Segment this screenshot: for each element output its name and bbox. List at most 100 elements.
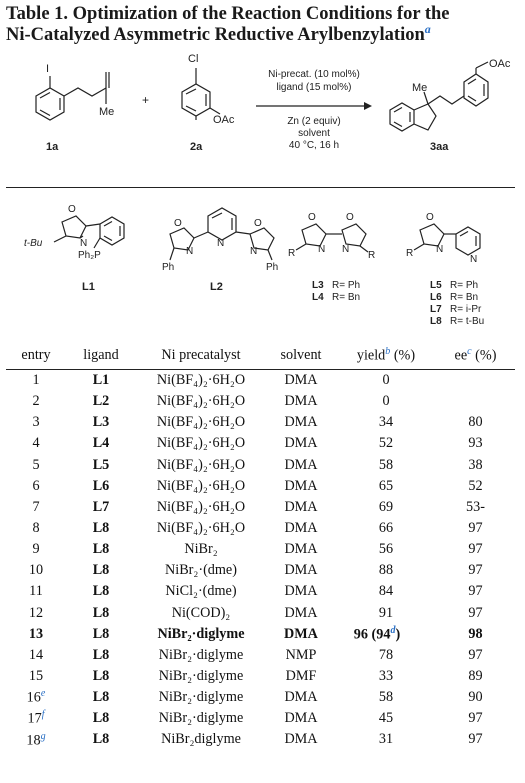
cell-ni-precatalyst: Ni(BF₄)₂·6H₂O bbox=[156, 414, 246, 431]
cell-yield: 58 bbox=[378, 689, 394, 706]
cell-entry: 1 bbox=[32, 372, 40, 389]
svg-text:N: N bbox=[342, 244, 349, 255]
cell-solvent: DMA bbox=[284, 604, 318, 621]
cell-ni-precatalyst: Ni(BF₄)₂·6H₂O bbox=[156, 372, 246, 389]
l58-r: R bbox=[406, 248, 413, 259]
cell-yield: 52 bbox=[378, 435, 394, 452]
condition-solvent: solvent bbox=[298, 128, 330, 139]
l34-r-left: R bbox=[288, 248, 295, 259]
cell-ee: 90 bbox=[468, 689, 483, 706]
title-footnote-mark: a bbox=[424, 21, 431, 36]
title-line-1: Table 1. Optimization of the Reaction Co… bbox=[6, 4, 450, 24]
svg-text:N: N bbox=[186, 246, 193, 257]
cell-ee bbox=[436, 370, 515, 392]
cell-yield: 34 bbox=[378, 414, 394, 431]
cell-solvent: DMA bbox=[284, 625, 318, 642]
title-line-2: Ni-Catalyzed Asymmetric Reductive Arylbe… bbox=[6, 25, 425, 45]
svg-text:N: N bbox=[318, 244, 325, 255]
cell-yield: 96 (94d) bbox=[353, 624, 401, 643]
cell-solvent: DMA bbox=[284, 414, 318, 431]
cell-entry: 4 bbox=[32, 435, 40, 452]
cell-solvent: DMA bbox=[284, 393, 318, 410]
cell-ni-precatalyst: Ni(BF₄)₂·6H₂O bbox=[156, 477, 246, 494]
l6-label: L6 bbox=[430, 292, 442, 303]
cell-ligand: L8 bbox=[92, 604, 110, 621]
product-3aa-label: 3aa bbox=[430, 141, 449, 153]
header-ligand: ligand bbox=[66, 341, 136, 370]
cell-ligand: L2 bbox=[92, 393, 110, 410]
cell-yield: 78 bbox=[378, 646, 394, 663]
cell-yield: 91 bbox=[378, 604, 394, 621]
l1-tbu-label: t-Bu bbox=[24, 238, 43, 249]
cell-ligand: L8 bbox=[92, 731, 110, 748]
l5-r: R= Ph bbox=[450, 280, 478, 291]
svg-text:O: O bbox=[174, 218, 182, 229]
cell-entry: 13 bbox=[28, 625, 44, 642]
cell-entry: 10 bbox=[28, 562, 44, 579]
iodo-label: I bbox=[46, 63, 49, 75]
l1-label: L1 bbox=[82, 281, 95, 293]
svg-text:O: O bbox=[68, 204, 76, 215]
cell-ee: 93 bbox=[468, 435, 483, 452]
l34-r-right: R bbox=[368, 250, 375, 261]
cell-ee: 53- bbox=[466, 498, 485, 515]
cell-entry: 7 bbox=[32, 498, 40, 515]
cell-entry: 2 bbox=[32, 393, 40, 410]
cell-ni-precatalyst: NiCl₂·(dme) bbox=[165, 583, 237, 600]
cell-ligand: L8 bbox=[92, 520, 110, 537]
cell-ni-precatalyst: Ni(BF₄)₂·6H₂O bbox=[156, 393, 246, 410]
cell-solvent: DMA bbox=[284, 710, 318, 727]
cell-ni-precatalyst: NiBr₂·diglyme bbox=[158, 689, 244, 706]
cell-ligand: L5 bbox=[92, 456, 110, 473]
cell-yield: 88 bbox=[378, 562, 394, 579]
oac-label-3aa: OAc bbox=[489, 58, 511, 70]
condition-temp-time: 40 °C, 16 h bbox=[289, 140, 339, 151]
oac-label-2a: OAc bbox=[213, 114, 235, 126]
scheme-divider bbox=[6, 187, 515, 188]
cell-solvent: DMA bbox=[284, 689, 318, 706]
cell-ee: 97 bbox=[468, 646, 483, 663]
l4-r: R= Bn bbox=[332, 292, 360, 303]
cell-entry: 16e bbox=[26, 688, 46, 707]
cell-solvent: DMA bbox=[284, 583, 318, 600]
condition-ligand: ligand (15 mol%) bbox=[276, 82, 351, 93]
cell-yield: 84 bbox=[378, 583, 394, 600]
cell-ligand: L3 bbox=[92, 414, 110, 431]
cell-ligand: L6 bbox=[92, 477, 110, 494]
header-ee: eec (%) bbox=[436, 341, 515, 370]
ligand-structures: O N t-Bu Ph₂P L1 O N N O N Ph Ph L2 O N … bbox=[24, 204, 484, 327]
l2-ph-right: Ph bbox=[266, 262, 278, 273]
svg-text:N: N bbox=[80, 238, 87, 249]
cell-entry: 14 bbox=[28, 646, 44, 663]
optimization-table: entry ligand Ni precatalyst solvent yiel… bbox=[6, 341, 515, 751]
cell-solvent: DMA bbox=[284, 477, 318, 494]
l5-label: L5 bbox=[430, 280, 442, 291]
cell-ligand: L8 bbox=[92, 710, 110, 727]
cell-ni-precatalyst: Ni(BF₄)₂·6H₂O bbox=[156, 456, 246, 473]
cell-entry: 3 bbox=[32, 414, 40, 431]
cell-yield: 56 bbox=[378, 541, 394, 558]
svg-text:N: N bbox=[250, 246, 257, 257]
cell-yield: 31 bbox=[378, 731, 394, 748]
l3-r: R= Ph bbox=[332, 280, 360, 291]
l8-r: R= t-Bu bbox=[450, 316, 484, 327]
cell-ee: 97 bbox=[468, 562, 483, 579]
cell-ee: 89 bbox=[468, 668, 483, 685]
cell-ee bbox=[436, 391, 515, 412]
cell-solvent: NMP bbox=[285, 646, 317, 663]
cell-yield: 33 bbox=[378, 668, 394, 685]
header-entry: entry bbox=[6, 341, 66, 370]
substrate-1a-label: 1a bbox=[46, 141, 59, 153]
cell-yield: 69 bbox=[378, 498, 394, 515]
cell-ni-precatalyst: NiBr₂·(dme) bbox=[165, 562, 237, 579]
